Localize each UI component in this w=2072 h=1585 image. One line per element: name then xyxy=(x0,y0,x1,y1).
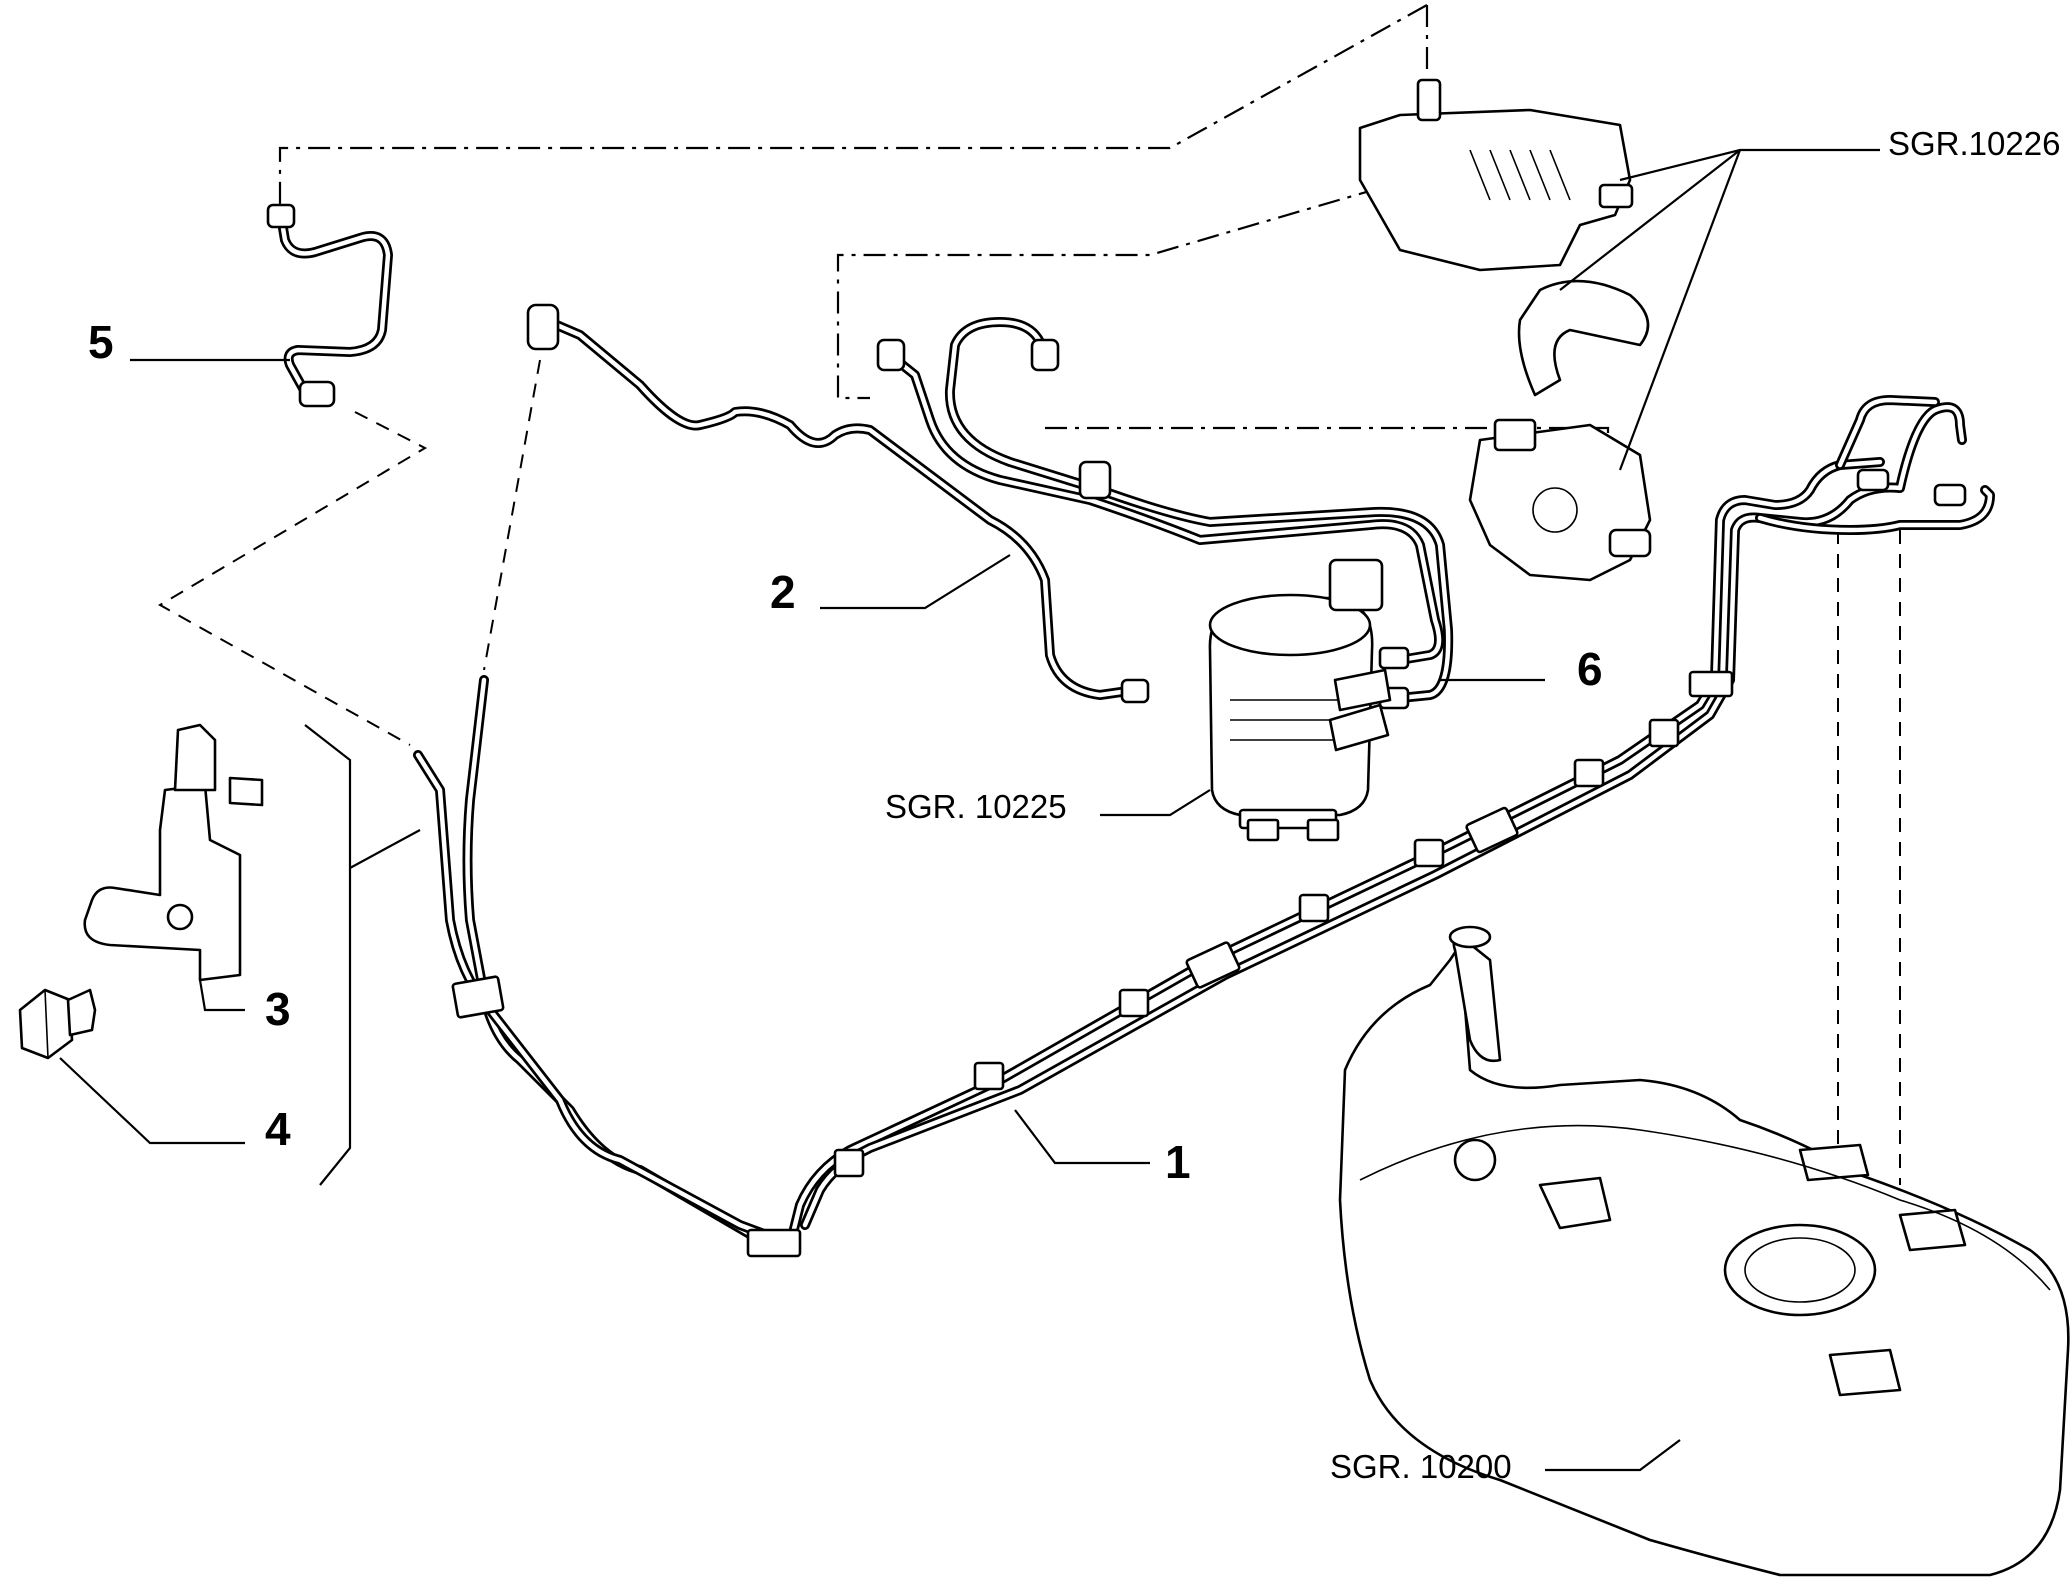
ref-injection-pump: SGR.10226 xyxy=(1888,125,2060,162)
callout-3: 3 xyxy=(265,983,291,1035)
bolt-part-4 xyxy=(18,988,97,1060)
pipe-part-1-main xyxy=(413,395,1995,1258)
fuel-filter-illustration xyxy=(1208,558,1392,842)
pipe-part-2 xyxy=(526,303,1150,704)
ref-fuel-tank: SGR. 10200 xyxy=(1330,1448,1512,1485)
callout-6: 6 xyxy=(1577,643,1603,695)
callout-4: 4 xyxy=(265,1103,291,1155)
pipe-part-5 xyxy=(266,203,393,408)
callout-leader-lines xyxy=(59,148,1880,1472)
assembly-leader-lines xyxy=(157,4,1901,1185)
callout-2: 2 xyxy=(770,566,796,618)
bracket-part-3 xyxy=(83,723,264,982)
ref-fuel-filter: SGR. 10225 xyxy=(885,788,1067,825)
callout-labels: 5 2 6 3 4 1 SGR.10226 SGR. 10225 SGR. 10… xyxy=(88,125,2060,1485)
fuel-tank-illustration xyxy=(1338,925,2070,1577)
pipe-clips xyxy=(451,670,1734,1258)
callout-5: 5 xyxy=(88,316,114,368)
callout-1: 1 xyxy=(1165,1136,1191,1188)
injection-pump-illustration xyxy=(1358,78,1652,582)
